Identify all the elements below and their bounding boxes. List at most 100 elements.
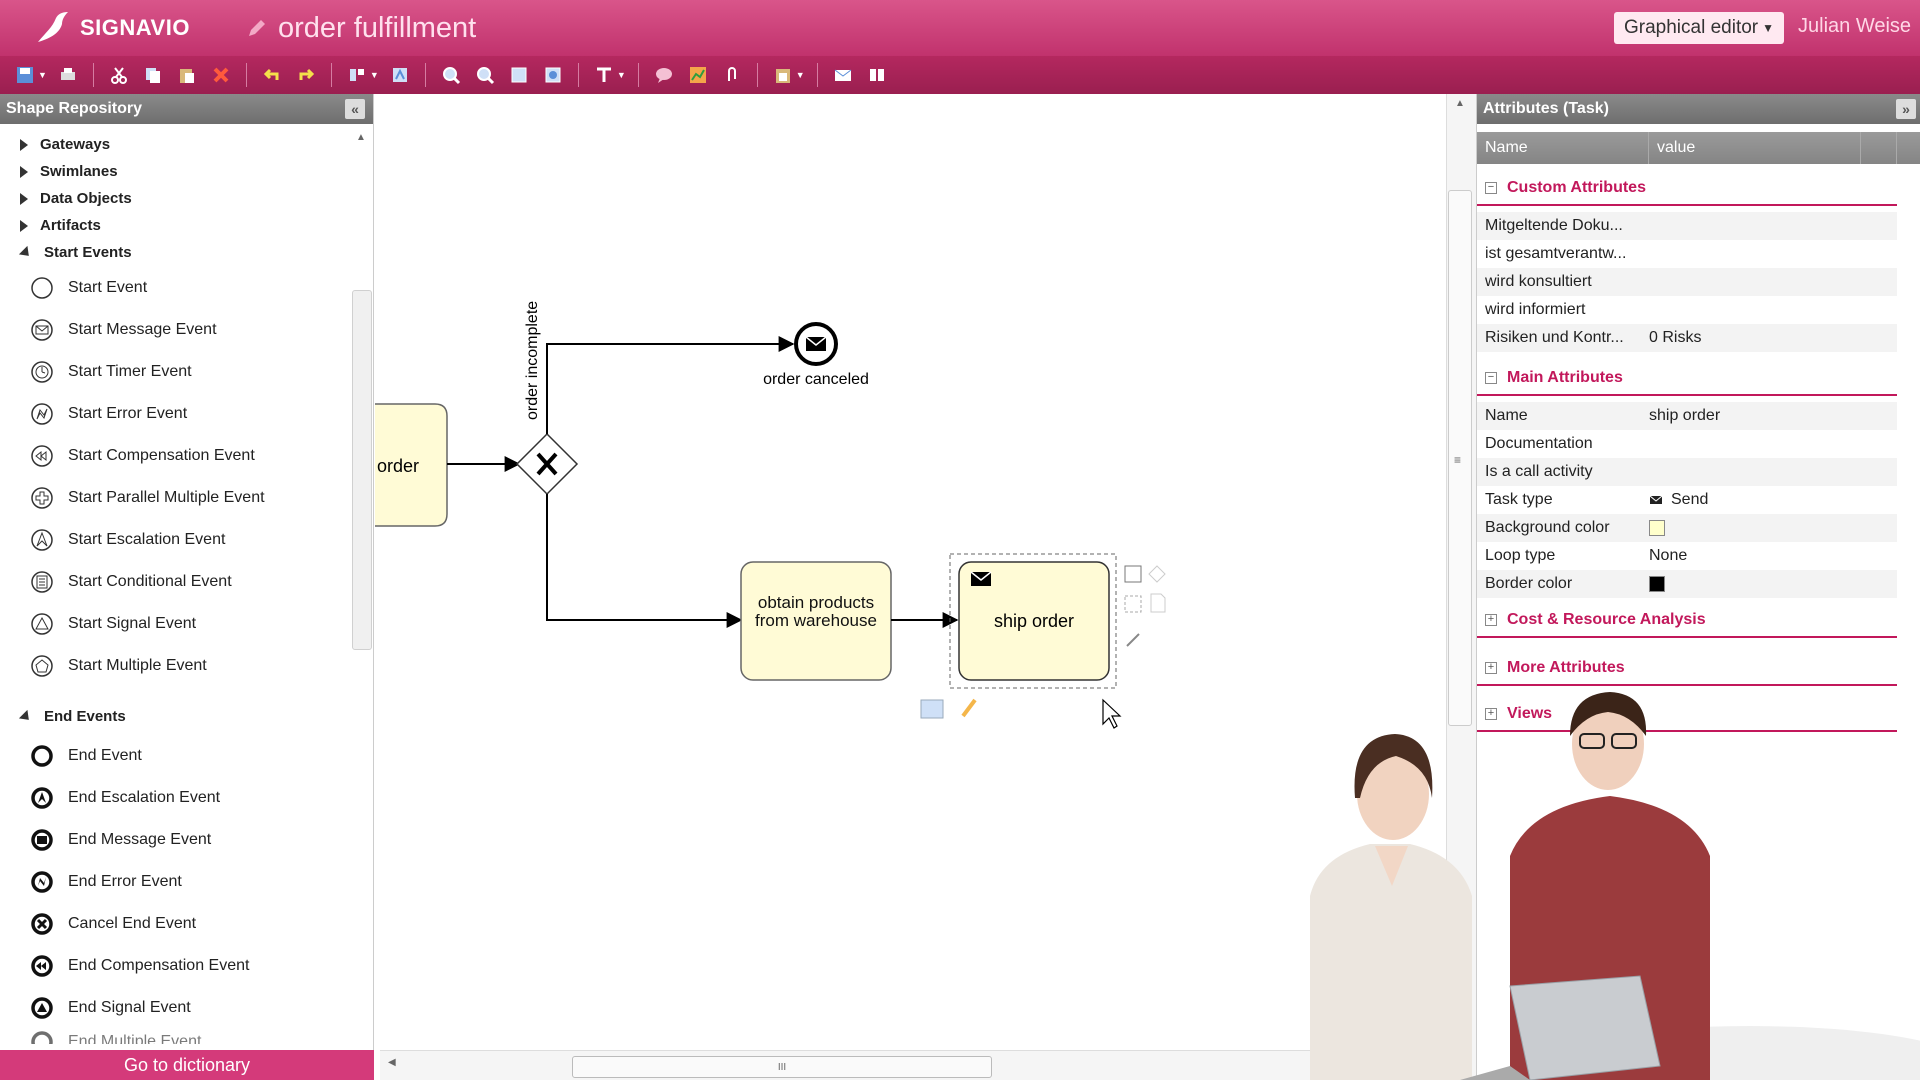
book-icon[interactable] xyxy=(864,63,890,87)
category-end-events[interactable]: End Events xyxy=(18,708,126,725)
canvas-vertical-scroll-thumb[interactable]: ≡ xyxy=(1448,190,1472,726)
task-order[interactable]: order xyxy=(375,403,448,527)
append-subprocess-icon[interactable] xyxy=(1124,595,1142,613)
scroll-up-arrow-icon[interactable]: ▲ xyxy=(356,132,366,143)
text-icon[interactable] xyxy=(591,63,617,87)
category-start-events[interactable]: Start Events xyxy=(18,244,132,261)
shape-start-parallel-multiple-event[interactable]: Start Parallel Multiple Event xyxy=(28,484,265,512)
shape-start-multiple-event[interactable]: Start Multiple Event xyxy=(28,652,207,680)
align-icon[interactable] xyxy=(344,63,370,87)
scroll-left-arrow-icon[interactable]: ◀ xyxy=(388,1057,396,1068)
task-obtain-products[interactable]: obtain products from warehouse xyxy=(740,561,892,681)
shape-start-error-event[interactable]: Start Error Event xyxy=(28,400,187,428)
shape-list-scrollbar[interactable] xyxy=(352,290,372,650)
scroll-up-arrow-icon[interactable]: ▲ xyxy=(1455,98,1465,109)
expand-panel-icon[interactable]: » xyxy=(1896,99,1916,119)
category-artifacts[interactable]: Artifacts xyxy=(20,217,101,234)
undo-icon[interactable] xyxy=(259,63,285,87)
section-main-attributes[interactable]: −Main Attributes xyxy=(1477,362,1897,396)
editor-mode-select[interactable]: Graphical editor ▼ xyxy=(1614,12,1784,44)
append-task-icon[interactable] xyxy=(1124,565,1142,583)
chart-icon[interactable] xyxy=(685,63,711,87)
attachment-icon[interactable] xyxy=(719,63,745,87)
zoom-page-icon[interactable] xyxy=(540,63,566,87)
category-gateways[interactable]: Gateways xyxy=(20,136,110,153)
user-name[interactable]: Julian Weise xyxy=(1798,15,1912,37)
column-header-value[interactable]: value xyxy=(1649,132,1861,164)
shape-start-compensation-event[interactable]: Start Compensation Event xyxy=(28,442,255,470)
shape-end-multiple-event[interactable]: End Multiple Event xyxy=(28,1028,201,1044)
canvas-horizontal-scroll-thumb[interactable]: III xyxy=(572,1056,992,1078)
sequence-flow-order-incomplete[interactable] xyxy=(546,336,795,434)
shape-cancel-end-event[interactable]: Cancel End Event xyxy=(28,910,196,938)
shape-end-event[interactable]: End Event xyxy=(28,742,142,770)
append-gateway-icon[interactable] xyxy=(1148,565,1166,583)
toolbar-divider xyxy=(424,63,426,87)
append-data-object-icon[interactable] xyxy=(1150,593,1166,613)
morph-shape-icon[interactable] xyxy=(920,699,944,719)
mail-icon[interactable] xyxy=(830,63,856,87)
delete-icon[interactable] xyxy=(208,63,234,87)
shape-end-signal-event[interactable]: End Signal Event xyxy=(28,994,191,1022)
go-to-dictionary-button[interactable]: Go to dictionary xyxy=(0,1050,374,1080)
column-header-name[interactable]: Name xyxy=(1477,132,1649,164)
shape-end-compensation-event[interactable]: End Compensation Event xyxy=(28,952,249,980)
shape-start-message-event[interactable]: Start Message Event xyxy=(28,316,217,344)
pencil-icon xyxy=(249,20,265,36)
print-icon[interactable] xyxy=(55,63,81,87)
zoom-fit-icon[interactable] xyxy=(506,63,532,87)
category-swimlanes[interactable]: Swimlanes xyxy=(20,163,118,180)
sequence-flow[interactable] xyxy=(546,494,743,628)
save-dropdown-icon[interactable]: ▼ xyxy=(38,70,47,80)
attr-row-call-activity[interactable]: Is a call activity xyxy=(1477,458,1897,486)
connector-icon[interactable] xyxy=(1126,633,1140,647)
attr-row-background-color[interactable]: Background color xyxy=(1477,514,1897,542)
collapse-panel-icon[interactable]: « xyxy=(345,99,365,119)
category-data-objects[interactable]: Data Objects xyxy=(20,190,132,207)
exclusive-gateway[interactable] xyxy=(515,432,579,496)
text-dropdown-icon[interactable]: ▼ xyxy=(616,70,626,80)
layout-icon[interactable] xyxy=(387,63,413,87)
zoom-in-icon[interactable] xyxy=(438,63,464,87)
attr-row-border-color[interactable]: Border color xyxy=(1477,570,1897,598)
clipboard-dropdown-icon[interactable]: ▼ xyxy=(795,70,805,80)
background-color-swatch[interactable] xyxy=(1649,520,1665,536)
attr-row-documentation[interactable]: Documentation xyxy=(1485,435,1593,452)
align-dropdown-icon[interactable]: ▼ xyxy=(369,70,379,80)
shape-start-escalation-event[interactable]: Start Escalation Event xyxy=(28,526,225,554)
attr-row[interactable]: Mitgeltende Doku... xyxy=(1477,212,1897,240)
cut-icon[interactable] xyxy=(106,63,132,87)
document-title-area[interactable]: order fulfillment xyxy=(246,10,476,46)
shape-end-message-event[interactable]: End Message Event xyxy=(28,826,211,854)
section-more-attributes[interactable]: +More Attributes xyxy=(1477,652,1897,686)
paste-icon[interactable] xyxy=(174,63,200,87)
shape-start-event[interactable]: Start Event xyxy=(28,274,147,302)
wrench-icon[interactable] xyxy=(961,698,977,718)
copy-icon[interactable] xyxy=(140,63,166,87)
attr-row[interactable]: Risiken und Kontr...0 Risks xyxy=(1477,324,1897,352)
shape-end-escalation-event[interactable]: End Escalation Event xyxy=(28,784,220,812)
attr-row[interactable]: ist gesamtverantw... xyxy=(1485,245,1627,262)
redo-icon[interactable] xyxy=(293,63,319,87)
clipboard-icon[interactable] xyxy=(770,63,796,87)
signavio-logo[interactable]: SIGNAVIO xyxy=(34,6,194,50)
zoom-out-icon[interactable] xyxy=(472,63,498,87)
attr-row[interactable]: wird informiert xyxy=(1485,301,1586,318)
shape-start-timer-event[interactable]: Start Timer Event xyxy=(28,358,192,386)
shape-start-conditional-event[interactable]: Start Conditional Event xyxy=(28,568,232,596)
save-icon[interactable] xyxy=(12,63,38,87)
section-cost-resource-analysis[interactable]: +Cost & Resource Analysis xyxy=(1477,604,1897,638)
comment-icon[interactable] xyxy=(651,63,677,87)
shape-end-error-event[interactable]: End Error Event xyxy=(28,868,182,896)
border-color-swatch[interactable] xyxy=(1649,576,1665,592)
end-message-event-order-canceled[interactable] xyxy=(794,322,838,366)
shape-start-signal-event[interactable]: Start Signal Event xyxy=(28,610,196,638)
section-custom-attributes[interactable]: −Custom Attributes xyxy=(1477,172,1897,206)
attr-row[interactable]: wird konsultiert xyxy=(1477,268,1897,296)
task-ship-order[interactable]: ship order xyxy=(949,553,1117,689)
section-views[interactable]: +Views xyxy=(1477,698,1897,732)
diagram-canvas[interactable]: order order incomplete order canceled ob… xyxy=(375,94,1445,1080)
